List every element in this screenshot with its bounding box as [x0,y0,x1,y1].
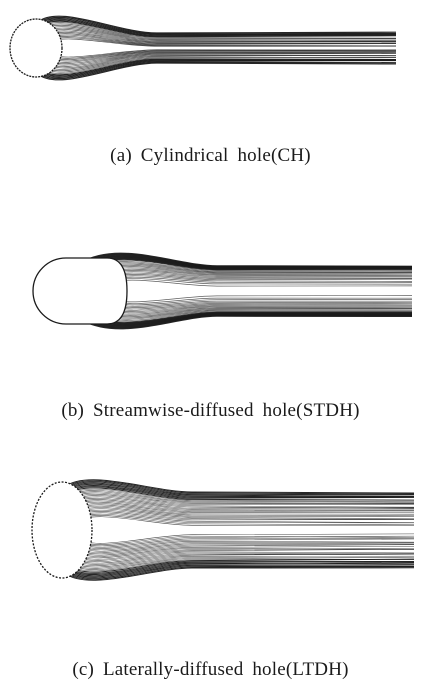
panel-c: (c) Laterally-diffused hole(LTDH) [0,460,421,693]
streamline [78,515,414,524]
caption-b: (b) Streamwise-diffused hole(STDH) [0,400,421,422]
caption-c: (c) Laterally-diffused hole(LTDH) [0,659,421,681]
streamline-group [64,480,414,581]
panel-a: (a) Cylindrical hole(CH) [0,0,421,200]
streamline-plot-a [0,0,421,110]
caption-a: (a) Cylindrical hole(CH) [0,145,421,167]
streamline-group [38,16,396,80]
panel-b: (b) Streamwise-diffused hole(STDH) [0,230,421,440]
streamline-plot-b [0,230,421,340]
hole-outline [32,482,92,578]
hole-outline [33,258,127,324]
hole-outline [10,19,62,77]
streamline-plot-c [0,460,421,590]
streamline-group [83,253,412,328]
